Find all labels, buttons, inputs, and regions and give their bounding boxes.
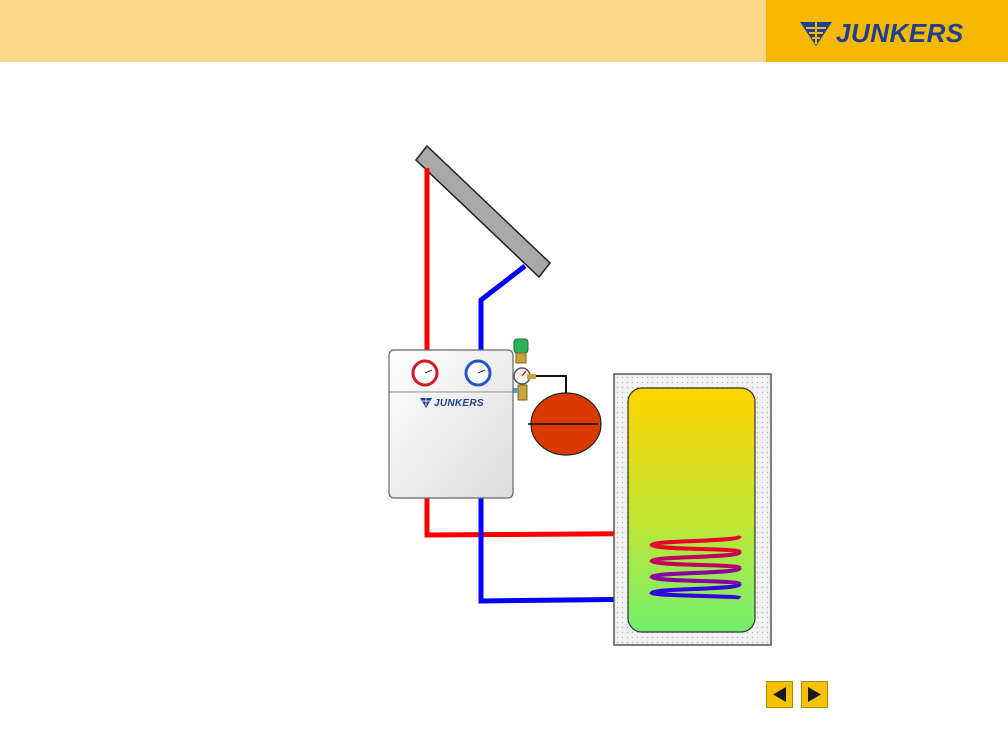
station-brand-label: JUNKERS: [434, 398, 484, 409]
pump-station: [388, 349, 514, 499]
station-emblem-icon: [420, 398, 432, 408]
safety-valve-group: [512, 338, 536, 401]
cold-thermometer-gauge: [464, 359, 492, 387]
junkers-emblem-icon: [800, 22, 832, 46]
heat-exchanger-coil: [649, 534, 742, 600]
cold-return-pipe-upper: [478, 264, 527, 352]
next-slide-button[interactable]: [801, 681, 828, 708]
triangle-right-icon: [808, 687, 821, 702]
brand-logo-text: JUNKERS: [836, 18, 964, 48]
expansion-vessel-pipe: [534, 375, 567, 394]
previous-slide-button[interactable]: [766, 681, 793, 708]
solar-collector: [414, 144, 552, 279]
triangle-left-icon: [773, 687, 786, 702]
header-bar: [0, 0, 766, 62]
hot-thermometer-gauge: [411, 359, 439, 387]
